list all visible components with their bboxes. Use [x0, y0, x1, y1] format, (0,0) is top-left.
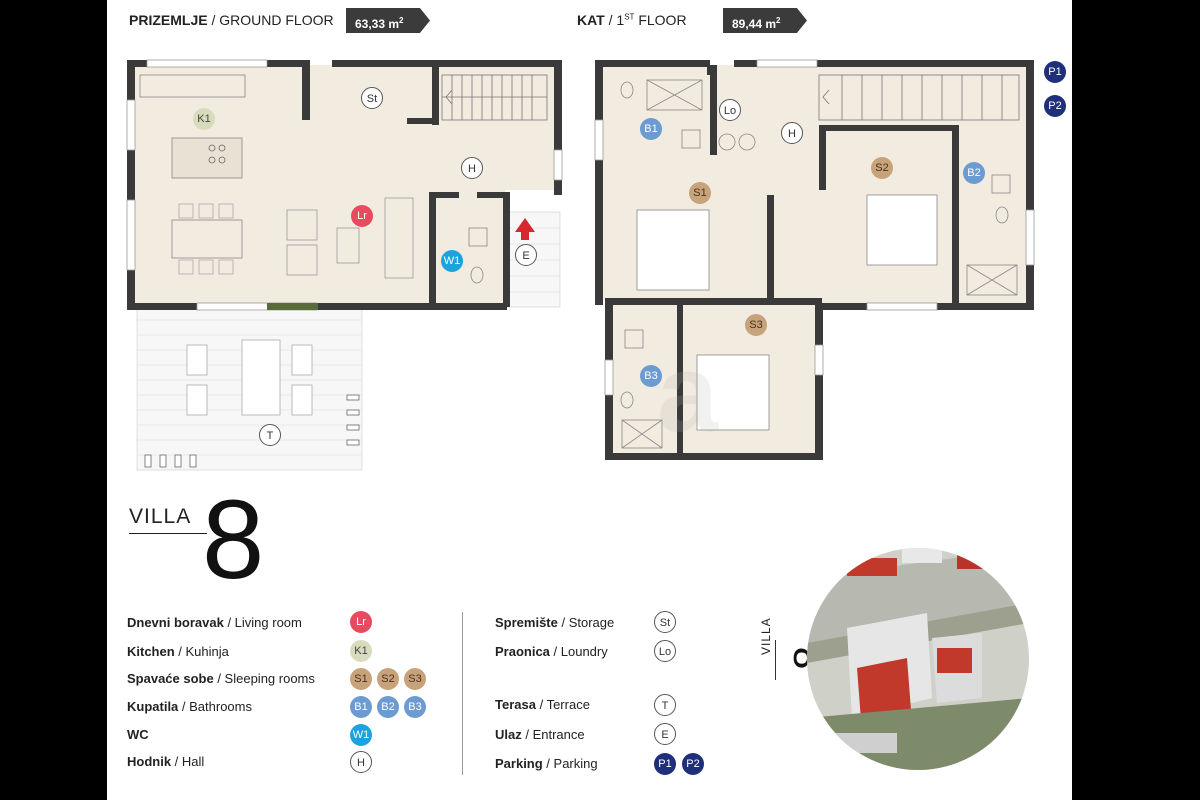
legend-badge-h: H: [350, 751, 372, 773]
first-floor-title: KAT / 1ST FLOOR: [577, 12, 687, 28]
legend-sleeping-rooms: Spavaće sobe / Sleeping rooms: [127, 671, 315, 686]
badge-b1: B1: [640, 118, 662, 140]
legend-terrace: Terasa / Terrace: [495, 697, 590, 712]
site-villa-line: [775, 640, 776, 680]
legend-badge-p2: P2: [682, 753, 704, 775]
site-villa-word: VILLA: [759, 617, 773, 655]
badge-p2-top: P2: [1044, 95, 1066, 117]
badge-s1: S1: [689, 182, 711, 204]
legend-entrance: Ulaz / Entrance: [495, 727, 585, 742]
legend-badge-b2: B2: [377, 696, 399, 718]
legend-bathrooms: Kupatila / Bathrooms: [127, 699, 252, 714]
badge-k1: K1: [193, 108, 215, 130]
legend-kitchen: Kitchen / Kuhinja: [127, 644, 229, 659]
legend-laundry: Praonica / Loundry: [495, 644, 608, 659]
legend-badge-st: St: [654, 611, 676, 633]
legend-badge-lo: Lo: [654, 640, 676, 662]
villa-number: 8: [202, 477, 265, 602]
legend-storage: Spremište / Storage: [495, 615, 615, 630]
legend-living-room: Dnevni boravak / Living room: [127, 615, 302, 630]
badge-b3: B3: [640, 365, 662, 387]
legend-badge-s1: S1: [350, 668, 372, 690]
legend-badge-b1: B1: [350, 696, 372, 718]
badge-s2: S2: [871, 157, 893, 179]
site-aerial-view-image: [807, 548, 1029, 770]
badge-t: T: [259, 424, 281, 446]
badge-w1: W1: [441, 250, 463, 272]
badge-h-ground: H: [461, 157, 483, 179]
badge-lo: Lo: [719, 99, 741, 121]
legend-badge-s3: S3: [404, 668, 426, 690]
ground-floor-plan: [126, 59, 563, 471]
villa-word: VILLA: [129, 505, 192, 528]
badge-b2: B2: [963, 162, 985, 184]
ground-floor-area-tag: 63,33 m2: [346, 8, 430, 33]
legend-badge-b3: B3: [404, 696, 426, 718]
first-floor-area-tag: 89,44 m2: [723, 8, 807, 33]
legend-badge-p1: P1: [654, 753, 676, 775]
villa-title-line: [129, 533, 207, 534]
legend-badge-s2: S2: [377, 668, 399, 690]
badge-h-first: H: [781, 122, 803, 144]
legend-wc: WC: [127, 727, 149, 742]
legend-parking: Parking / Parking: [495, 756, 598, 771]
legend-badge-k1: K1: [350, 640, 372, 662]
badge-st: St: [361, 87, 383, 109]
legend-badge-t: T: [654, 694, 676, 716]
legend-badge-lr: Lr: [350, 611, 372, 633]
badge-s3: S3: [745, 314, 767, 336]
legend-badge-w1: W1: [350, 724, 372, 746]
floor-plan-sheet: PRIZEMLJE / GROUND FLOOR 63,33 m2 KAT / …: [107, 0, 1072, 800]
badge-p1-top: P1: [1044, 61, 1066, 83]
legend-divider: [462, 612, 463, 775]
badge-lr: Lr: [351, 205, 373, 227]
ground-floor-title: PRIZEMLJE / GROUND FLOOR: [129, 12, 334, 28]
legend-hall: Hodnik / Hall: [127, 754, 205, 769]
floor-plans-drawing: [126, 59, 1035, 471]
first-floor-plan: [594, 59, 1035, 460]
watermark-logo: a: [657, 332, 719, 455]
legend-badge-e: E: [654, 723, 676, 745]
badge-e: E: [515, 244, 537, 266]
